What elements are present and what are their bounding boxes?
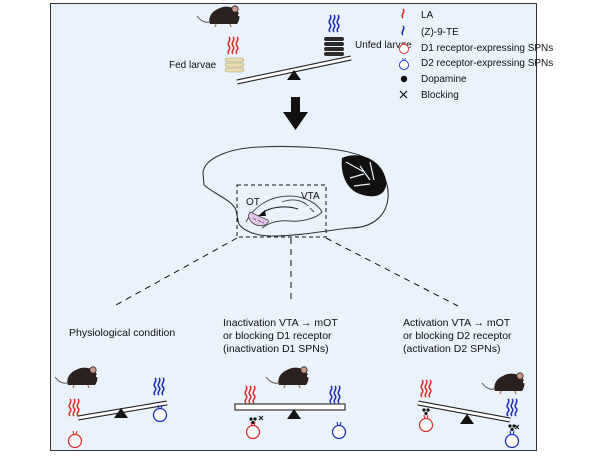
legend-dopamine: Dopamine: [421, 74, 467, 85]
dopamine-icon: [422, 408, 430, 416]
down-arrow-icon: [283, 97, 308, 130]
fulcrum: [114, 408, 128, 418]
legend-ztd: (Z)-9-TE: [421, 27, 459, 38]
legend-la: LA: [421, 10, 434, 21]
fulcrum: [287, 409, 301, 419]
fulcrum: [287, 70, 301, 80]
ztd-legend-icon: [401, 25, 405, 36]
d1-spn-icon: [67, 430, 83, 449]
condition-2-line1: Inactivation VTA → mOT: [223, 317, 338, 329]
d1-spn-icon: [245, 421, 261, 440]
la-legend-icon: [401, 8, 405, 19]
condition-3-line3: (activation D2 SPNs): [403, 343, 500, 355]
ztd-odor-icon: [328, 14, 340, 33]
condition-2-line3: (inactivation D1 SPNs): [223, 343, 329, 355]
la-odor-icon: [420, 379, 432, 398]
vta-label: VTA: [301, 191, 320, 202]
fulcrum: [460, 414, 474, 424]
ztd-odor-icon: [153, 377, 165, 396]
zoom-box: [236, 184, 327, 238]
d2-spn-icon: [331, 421, 347, 440]
unfed-larvae-icon: [324, 37, 344, 56]
condition-1-label: Physiological condition: [69, 327, 175, 339]
seesaw-physiological: [54, 366, 168, 449]
seesaw-activation: [417, 372, 526, 449]
condition-2-line2: or blocking D1 receptor: [223, 330, 332, 342]
ot-label: OT: [246, 197, 260, 208]
mouse-icon: [265, 366, 310, 389]
ztd-odor-icon: [506, 398, 518, 417]
dopamine-icon: [249, 417, 257, 425]
d1-spn-icon: [418, 414, 434, 433]
brain-section: OT VTA: [202, 145, 389, 238]
d2-spn-legend-icon: [398, 57, 410, 71]
condition-3-line2: or blocking D2 receptor: [403, 330, 512, 342]
expansion-lines: [115, 237, 459, 307]
legend-d1: D1 receptor-expressing SPNs: [421, 43, 553, 54]
la-odor-icon: [227, 36, 239, 55]
fed-larvae-icon: [224, 57, 245, 73]
d2-spn-icon: [504, 430, 520, 449]
seesaw-inactivation: [234, 366, 347, 440]
la-odor-icon: [68, 398, 80, 417]
unfed-larvae-label: Unfed larvae: [355, 40, 412, 51]
vta-to-ot-arrow: [261, 206, 299, 214]
mouse-icon: [54, 366, 99, 389]
cerebellum-icon: [341, 155, 387, 197]
condition-3-line1: Activation VTA → mOT: [403, 317, 511, 329]
blocking-icon: [514, 424, 520, 430]
legend-d2: D2 receptor-expressing SPNs: [421, 58, 553, 69]
legend-blocking: Blocking: [421, 90, 459, 101]
dopamine-legend-icon: [400, 75, 408, 83]
ztd-odor-icon: [329, 385, 341, 404]
mouse-icon: [196, 5, 241, 28]
dopamine-icon: [508, 424, 516, 432]
blocking-legend-icon: [399, 90, 408, 99]
mouse-icon: [481, 372, 526, 395]
fed-larvae-label: Fed larvae: [169, 60, 217, 71]
top-seesaw: Fed larvae Unfed larvae: [169, 5, 412, 85]
blocking-icon: [258, 415, 264, 421]
legend: LA (Z)-9-TE D1 receptor-expressing SPNs …: [398, 8, 553, 101]
la-odor-icon: [244, 385, 256, 404]
